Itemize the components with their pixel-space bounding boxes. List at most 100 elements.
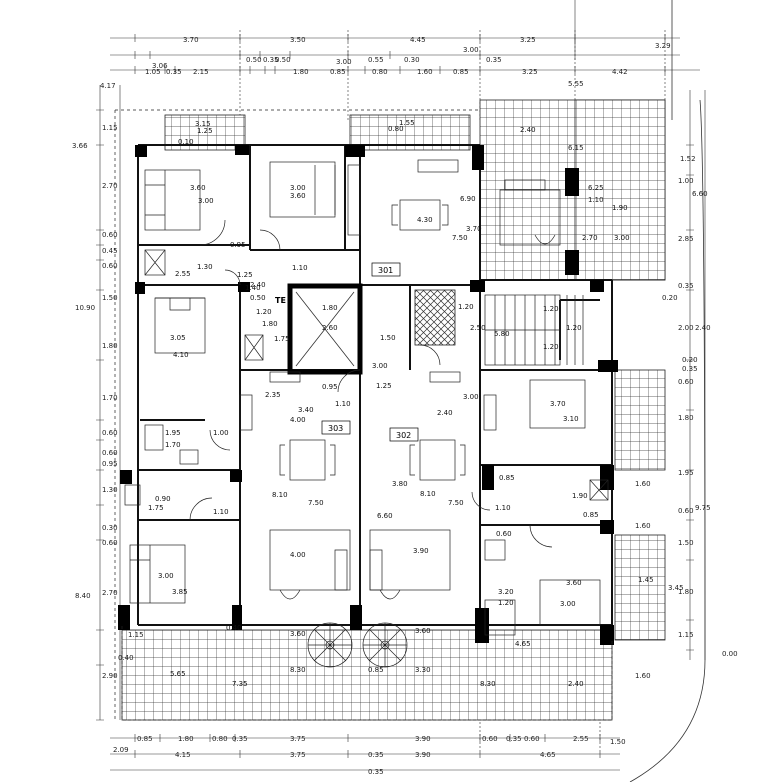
dimension-label: 1.20 <box>256 308 272 316</box>
dimension-label: 1.60 <box>635 522 651 530</box>
dimension-label: 0.35 <box>368 768 384 776</box>
dimension-label: 0.30 <box>102 524 118 532</box>
dimension-label: 1.80 <box>322 304 338 312</box>
dimension-label: 0.85 <box>453 68 469 76</box>
dimension-label: 0.95 <box>230 241 246 249</box>
dimension-label: 0.35 <box>506 735 522 743</box>
dimension-label: 1.20 <box>458 303 474 311</box>
dimension-label: 0.90 <box>155 495 171 503</box>
dimension-label: 0.60 <box>524 735 540 743</box>
dimension-label: 1.90 <box>572 492 588 500</box>
dimension-label: 0.95 <box>322 383 338 391</box>
dimension-label: 0.60 <box>102 449 118 457</box>
dimension-label: 1.80 <box>293 68 309 76</box>
dimension-label: 0.35 <box>486 56 502 64</box>
bed-icon <box>154 297 206 354</box>
dimension-label: 3.60 <box>190 184 206 192</box>
te-label: TE <box>275 296 286 305</box>
dimension-label: 3.05 <box>170 334 186 342</box>
dimension-label: 0.50 <box>250 294 266 302</box>
dimension-label: 1.70 <box>165 441 181 449</box>
dimension-label: 4.17 <box>100 82 116 90</box>
dimension-label: 1.50 <box>610 738 626 746</box>
dimension-label: 7.50 <box>452 234 468 242</box>
dimension-label: 1.95 <box>165 429 181 437</box>
top-dimensions: 3.70 3.50 4.45 3.25 3.29 3.06 3.00 0.55 … <box>145 36 671 76</box>
dimension-label: 1.15 <box>102 124 118 132</box>
dimension-label: 4.45 <box>410 36 426 44</box>
dimension-label: 3.75 <box>290 735 306 743</box>
unit-labels: 301 302 303 TE <box>275 262 419 442</box>
dimension-label: 1.60 <box>417 68 433 76</box>
unit-301-label: 301 <box>378 266 393 275</box>
bottom-dimensions: 0.85 1.80 0.80 0.35 3.75 3.90 0.60 0.35 … <box>113 735 626 776</box>
dimension-label: 3.70 <box>183 36 199 44</box>
dimension-label: 2.40 <box>437 409 453 417</box>
dimension-label: 3.00 <box>198 197 214 205</box>
dimension-label: 2.09 <box>113 746 129 754</box>
dimension-label: 6.15 <box>568 144 584 152</box>
dimension-label: 3.90 <box>415 751 431 759</box>
dimension-label: 1.15 <box>678 631 694 639</box>
dimension-label: 3.45 <box>668 584 684 592</box>
dimension-label: 3.00 <box>463 46 479 54</box>
dimension-label: 3.06 <box>152 62 168 70</box>
bed-icon <box>129 544 186 604</box>
dimension-label: 1.05 <box>145 68 161 76</box>
dimension-label: 0.50 <box>275 56 291 64</box>
dimension-label: 3.00 <box>336 58 352 66</box>
walls <box>137 144 613 626</box>
dimension-label: 1.25 <box>237 271 253 279</box>
dimension-label: 1.45 <box>638 576 654 584</box>
dining-table-icon <box>399 199 441 231</box>
dimension-label: 0.40 <box>226 624 242 632</box>
dimension-label: 2.50 <box>470 324 486 332</box>
dimension-label: 0.60 <box>496 530 512 538</box>
dimension-label: 0.20 <box>682 356 698 364</box>
dimension-label: 0.50 <box>246 56 262 64</box>
dimension-label: 1.70 <box>102 394 118 402</box>
dimension-label: 2.40 <box>520 126 536 134</box>
dimension-label: 1.25 <box>197 127 213 135</box>
dimension-label: 7.50 <box>448 499 464 507</box>
dimension-label: 2.60 <box>322 324 338 332</box>
dimension-label: 4.00 <box>290 551 306 559</box>
dimension-label: 3.85 <box>172 588 188 596</box>
dimension-label: 0.60 <box>102 231 118 239</box>
dimension-label: 0.35 <box>678 282 694 290</box>
dimension-label: 9.75 <box>695 504 711 512</box>
dimension-label: 1.15 <box>128 631 144 639</box>
dimension-label: 1.20 <box>566 324 582 332</box>
dimension-label: 0.35 <box>368 751 384 759</box>
dimension-label: 0.30 <box>404 56 420 64</box>
bed-icon <box>144 169 201 231</box>
dimension-label: 1.80 <box>678 414 694 422</box>
dimension-label: 0.60 <box>678 507 694 515</box>
unit-303-label: 303 <box>328 424 343 433</box>
elevator-shaft <box>295 291 355 367</box>
dimension-label: 0.60 <box>102 539 118 547</box>
dimension-label: 2.70 <box>582 234 598 242</box>
dimension-label: 0.85 <box>368 666 384 674</box>
dimension-label: 2.85 <box>678 235 694 243</box>
dimension-label: 1.40 <box>245 284 261 292</box>
dimension-label: 3.90 <box>413 547 429 555</box>
dimension-label: 1.20 <box>543 305 559 313</box>
bed-icon <box>539 579 601 626</box>
dimension-label: 3.00 <box>372 362 388 370</box>
dimension-label: 2.40 <box>568 680 584 688</box>
dimension-label: 3.90 <box>415 735 431 743</box>
right-dimensions: 5.55 6.15 1.52 1.00 6.60 6.25 1.10 2.85 … <box>568 80 738 680</box>
dimension-label: 7.35 <box>232 680 248 688</box>
dimension-label: 2.00 <box>678 324 694 332</box>
dimension-label: 4.15 <box>175 751 191 759</box>
dimension-label: 2.15 <box>193 68 209 76</box>
dimension-label: 3.00 <box>560 600 576 608</box>
terrace-south <box>121 629 613 721</box>
dimension-label: 6.25 <box>588 184 604 192</box>
dimension-label: 1.55 <box>399 119 415 127</box>
dimension-label: 3.30 <box>415 666 431 674</box>
dimension-label: 1.00 <box>213 429 229 437</box>
dimension-label: 0.40 <box>118 654 134 662</box>
